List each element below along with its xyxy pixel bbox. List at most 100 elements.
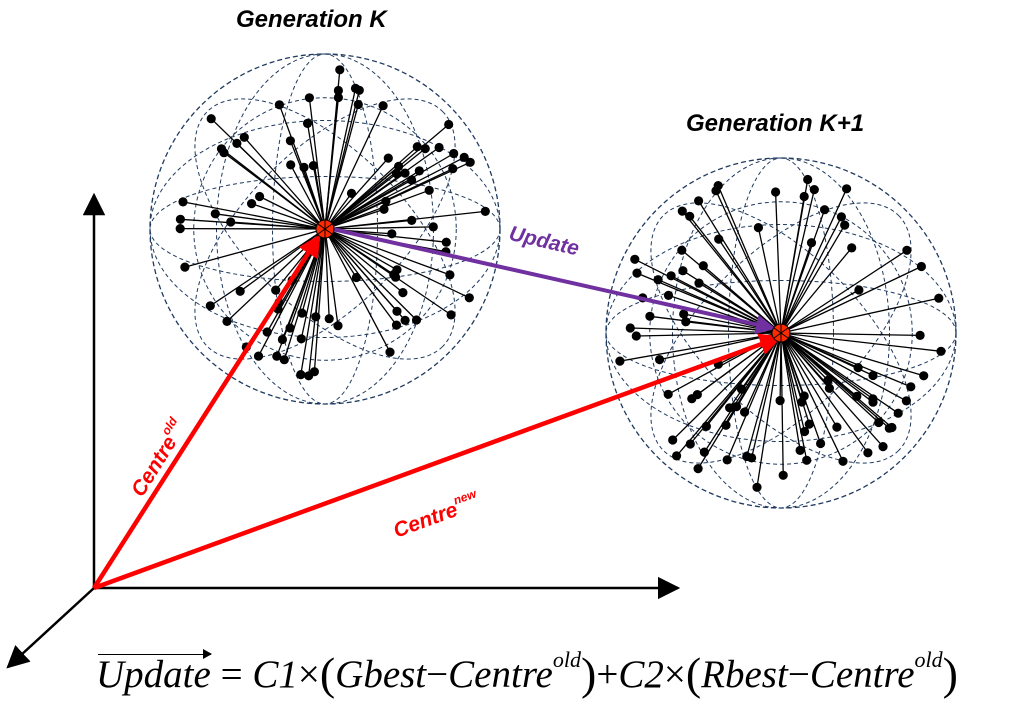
formula-times-2: × [663, 653, 686, 696]
formula-c2: C2 [618, 653, 664, 696]
particle-dot [222, 316, 232, 326]
particle-dot [832, 422, 842, 432]
particle-dot [324, 314, 334, 324]
particle-dot [274, 100, 284, 110]
z-axis [6, 587, 95, 669]
particle-dot [668, 435, 678, 445]
particle-dot [722, 455, 732, 465]
particle-spoke [780, 249, 908, 334]
particle-dot [400, 168, 410, 178]
particle-spoke [324, 228, 339, 326]
particle-dot [663, 389, 673, 399]
particle-spoke [780, 216, 842, 334]
particle-spoke [324, 228, 398, 271]
particle-dot [775, 396, 785, 406]
particle-dot [285, 136, 295, 146]
particle-dot [878, 442, 888, 452]
particle-dot [398, 288, 408, 298]
particle-dot [253, 351, 264, 361]
particle-dot [809, 185, 819, 195]
particle-dot [420, 144, 430, 154]
particle-dot [852, 391, 862, 401]
particle-dot [836, 212, 847, 222]
particle-dot [803, 174, 813, 185]
particle-spoke [243, 136, 326, 230]
particle-spoke [780, 332, 838, 428]
particle-dot [615, 356, 625, 366]
particle-dot [752, 482, 762, 492]
particle-spoke [717, 185, 782, 334]
particle-dot [333, 85, 343, 96]
formula-sup-2: old [914, 647, 943, 672]
generation-k1-title: Generation K+1 [686, 110, 865, 137]
formula-centre-2: Centre [809, 653, 915, 696]
particle-spoke [780, 189, 815, 334]
particle-dot [915, 330, 925, 340]
particle-dot [868, 397, 878, 407]
particle-dot [713, 181, 723, 191]
particle-spoke [774, 191, 782, 334]
particle-spoke [251, 202, 326, 230]
particle-dot [800, 426, 810, 437]
particle-spoke [324, 156, 465, 230]
particle-dot [653, 275, 663, 285]
particle-dot [216, 144, 227, 154]
particle-spoke [324, 226, 434, 230]
particle-spoke [757, 227, 782, 334]
particle-dot [277, 334, 287, 345]
particle-spoke [324, 189, 430, 230]
particle-dot [299, 162, 309, 172]
particle-spoke [313, 228, 326, 372]
particle-spoke [780, 289, 860, 334]
particle-dot [816, 438, 826, 449]
particle-dot [694, 196, 704, 206]
particle-spoke [619, 332, 782, 362]
formula-rparen-2: ) [942, 648, 958, 699]
particle-dot [842, 184, 852, 194]
particle-dot [205, 301, 215, 311]
particle-dot [632, 268, 642, 278]
particle-dot [448, 164, 458, 174]
axes [6, 192, 681, 669]
centre-old-vector [92, 234, 321, 590]
particle-spoke [324, 210, 486, 230]
particle-dot [407, 215, 417, 225]
particle-dot [286, 160, 296, 170]
particle-spoke [780, 332, 874, 377]
particle-spoke [221, 148, 326, 230]
particle-spoke [697, 332, 782, 469]
particle-spoke [301, 228, 326, 314]
particle-dot [459, 152, 469, 162]
particle-dot [714, 234, 724, 244]
particle-dot [296, 370, 306, 380]
particle-dot [206, 114, 216, 124]
particle-dot [630, 254, 640, 264]
particle-dot [411, 315, 422, 325]
particle-spoke [289, 140, 326, 230]
particle-dot [296, 334, 306, 344]
particle-dot [663, 290, 674, 300]
particle-dot [778, 470, 788, 480]
particle-dot [285, 323, 295, 333]
particle-dot [823, 375, 833, 385]
particle-spoke [780, 332, 893, 428]
particle-spoke [324, 157, 389, 230]
particle-dot [480, 206, 490, 216]
particle-dot [383, 153, 393, 163]
particle-dot [449, 148, 459, 159]
particle-dot [893, 408, 903, 418]
particle-spoke [780, 265, 922, 334]
particle-spoke [324, 228, 404, 294]
particle-spoke [324, 90, 340, 230]
particle-dot [175, 214, 185, 224]
formula-lhs: Update [96, 649, 212, 696]
particle-dot [820, 205, 830, 215]
particle-spoke [780, 209, 826, 334]
particle-dot [685, 439, 695, 449]
particle-spoke [636, 332, 782, 337]
particle-dot [391, 320, 402, 330]
particle-spoke [780, 179, 809, 334]
particle-dot [354, 85, 364, 95]
particle-dot [424, 185, 434, 195]
particle-spoke [324, 168, 454, 230]
